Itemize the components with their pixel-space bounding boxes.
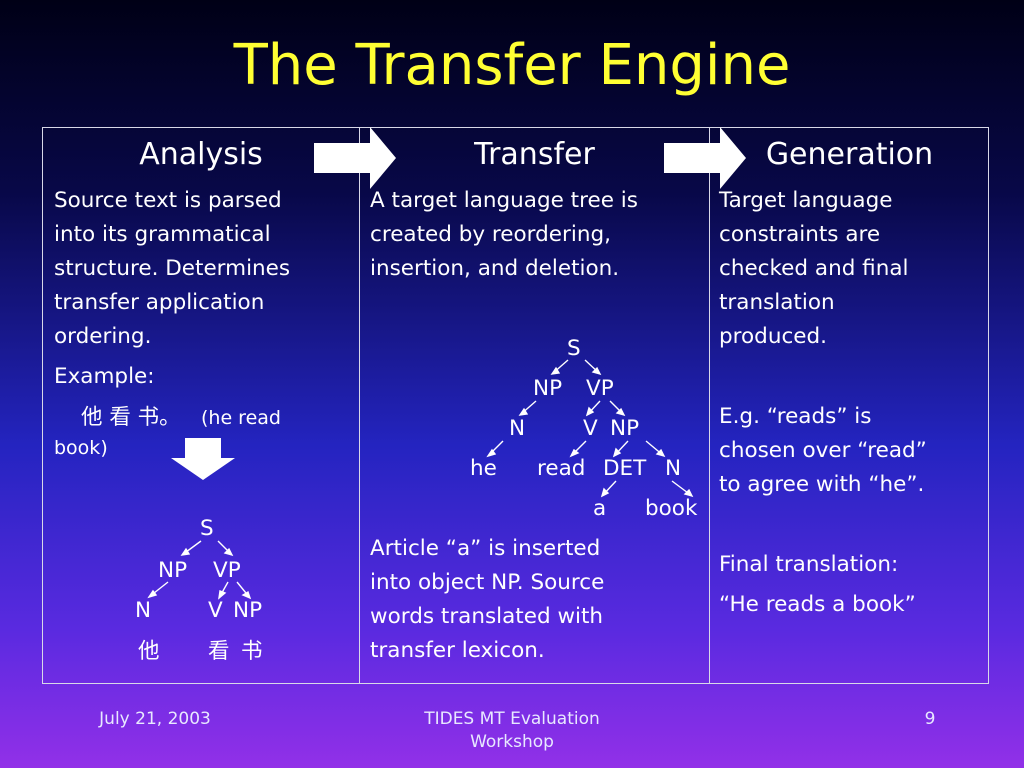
slide-title: The Transfer Engine <box>233 33 791 98</box>
analysis-leaf-shu: 书 <box>241 639 263 664</box>
footer-date: July 21, 2003 <box>99 709 211 729</box>
generation-header: Generation <box>765 137 934 172</box>
transfer-description-line: created by reordering, <box>370 222 611 247</box>
footer-event-line2: Workshop <box>470 732 554 752</box>
engine-table: Analysis Source text is parsed into its … <box>42 127 989 684</box>
transfer-description-line: A target language tree is <box>370 188 638 213</box>
footer-page-number: 9 <box>924 709 936 729</box>
generation-example-line: chosen over “read” <box>719 438 927 463</box>
transfer-note-line: words translated with <box>370 604 604 629</box>
transfer-node-s: S <box>567 336 581 361</box>
analysis-node-np: NP <box>158 558 188 583</box>
column-divider-2 <box>709 128 710 683</box>
transfer-leaf-book: book <box>645 496 698 521</box>
transfer-leaf-he: he <box>470 456 497 481</box>
transfer-node-n-object: N <box>665 456 682 481</box>
generation-description-line: produced. <box>719 324 827 349</box>
generation-description-line: constraints are <box>719 222 881 247</box>
transfer-node-np-object: NP <box>610 416 640 441</box>
transfer-node-np: NP <box>533 376 563 401</box>
down-arrow-icon <box>171 438 235 480</box>
generation-column: Generation Target language constraints a… <box>710 128 989 683</box>
column-divider-1 <box>359 128 360 683</box>
analysis-description-line: transfer application <box>54 290 265 315</box>
transfer-node-vp: VP <box>586 376 614 401</box>
analysis-node-v: V <box>208 598 223 623</box>
transfer-header: Transfer <box>474 137 595 172</box>
example-gloss: (he read <box>201 407 281 429</box>
final-translation-label: Final translation: <box>719 552 899 577</box>
footer-event-line1: TIDES MT Evaluation <box>424 709 600 729</box>
analysis-leaf-kan: 看 <box>208 639 230 664</box>
analysis-node-vp: VP <box>213 558 241 583</box>
generation-description-line: checked and final <box>719 256 909 281</box>
analysis-node-n: N <box>135 598 152 623</box>
generation-description-line: Target language <box>719 188 893 213</box>
transfer-leaf-read: read <box>537 456 586 481</box>
example-chinese: 他 看 书。 <box>81 405 181 430</box>
transfer-node-v: V <box>583 416 598 441</box>
example-label: Example: <box>54 364 155 389</box>
transfer-leaf-a: a <box>593 496 607 521</box>
analysis-description-line: ordering. <box>54 324 152 349</box>
generation-example-line: E.g. “reads” is <box>719 404 872 429</box>
analysis-description-line: structure. Determines <box>54 256 291 281</box>
generation-description-line: translation <box>719 290 835 315</box>
analysis-node-np-object: NP <box>233 598 263 623</box>
transfer-note-line: transfer lexicon. <box>370 638 545 663</box>
transfer-column: Transfer A target language tree is creat… <box>360 128 709 683</box>
final-translation-value: “He reads a book” <box>719 592 916 617</box>
analysis-header: Analysis <box>139 137 263 172</box>
analysis-column: Analysis Source text is parsed into its … <box>43 128 359 683</box>
analysis-node-s: S <box>200 516 214 541</box>
transfer-note-line: into object NP. Source <box>370 570 605 595</box>
analysis-description-line: Source text is parsed <box>54 188 282 213</box>
generation-example-line: to agree with “he”. <box>719 472 925 497</box>
right-arrow-icon <box>664 127 746 189</box>
example-gloss-continued: book) <box>54 437 108 459</box>
analysis-leaf-ta: 他 <box>138 639 160 664</box>
transfer-node-det: DET <box>603 456 647 481</box>
right-arrow-icon <box>314 127 396 189</box>
analysis-description-line: into its grammatical <box>54 222 271 247</box>
transfer-description-line: insertion, and deletion. <box>370 256 620 281</box>
transfer-node-n: N <box>509 416 526 441</box>
transfer-note-line: Article “a” is inserted <box>370 536 601 561</box>
